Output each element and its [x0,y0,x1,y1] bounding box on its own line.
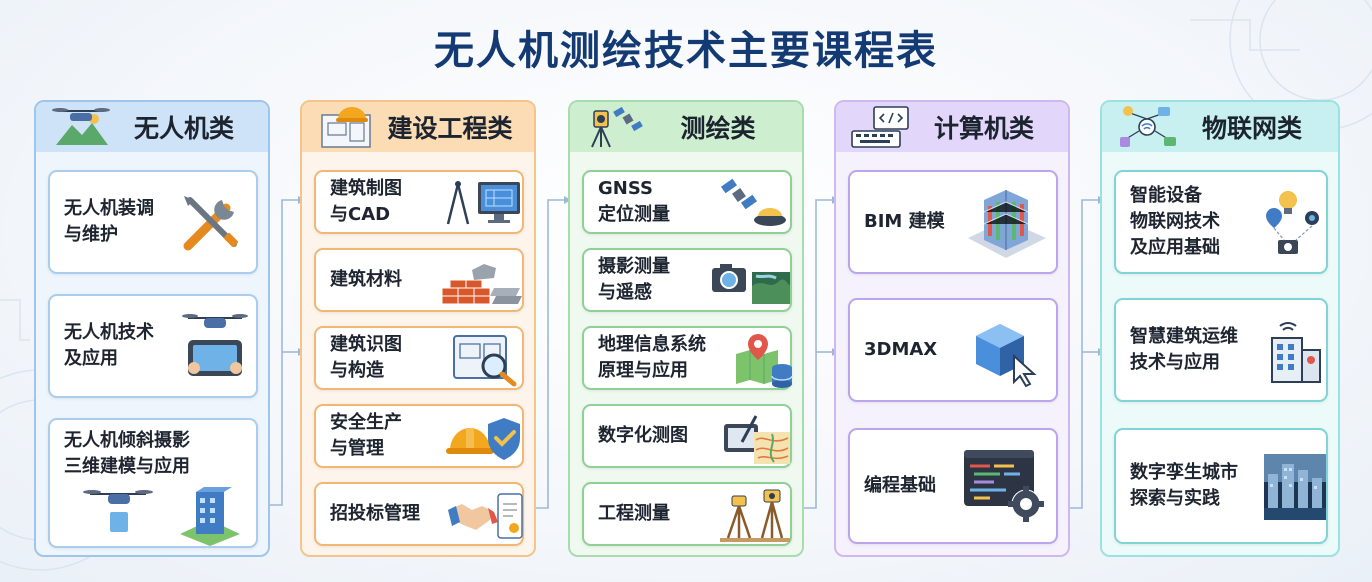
course-label: 智慧建筑运维 技术与应用 [1130,326,1238,373]
course-card[interactable]: 编程基础 [848,428,1058,544]
column-title: 建设工程类 [387,114,513,143]
course-label: 数字化测图 [598,425,688,446]
course-card[interactable]: 数字孪生城市 探索与实践 [1114,428,1328,544]
column-surveying: 测绘类 GNSS 定位测量 摄影测量 与遥感 地理信息系统 原理与应用 [568,100,804,557]
page-title: 无人机测绘技术主要课程表 [434,28,938,74]
course-label: 编程基础 [864,475,936,496]
course-label: 3DMAX [864,339,938,360]
bim-building-icon [968,190,1046,258]
flow-arrow-4 [1058,199,1098,509]
course-label: 智能设备 物联网技术 及应用基础 [1130,185,1220,258]
column-header: 计算机类 [836,102,1068,152]
course-label: 招投标管理 [330,503,420,524]
course-label: 摄影测量 与遥感 [598,256,670,303]
course-card[interactable]: 智慧建筑运维 技术与应用 [1114,298,1328,402]
iot-devices-icon [1266,191,1319,254]
course-card[interactable]: GNSS 定位测量 [582,170,792,234]
course-card[interactable]: 无人机倾斜摄影 三维建模与应用 [48,418,258,548]
course-label: 地理信息系统 原理与应用 [598,334,706,381]
course-label: BIM 建模 [864,211,945,232]
camera-satellite-image-icon [712,264,790,304]
course-label: 数字孪生城市 探索与实践 [1130,462,1238,509]
cube-cursor-icon [976,324,1037,388]
column-computer: 计算机类 BIM 建模 3DMAX 编程基础 [834,100,1070,557]
blueprint-magnifier-icon [453,335,517,387]
helmet-blueprint-icon [321,107,371,148]
column-iot: 物联网类 智能设备 物联网技术 及应用基础 智慧建筑运维 技术与应用 数字孪生城… [1100,100,1340,557]
course-card[interactable]: 无人机装调 与维护 [48,170,258,274]
column-header: 建设工程类 [302,102,534,152]
course-card[interactable]: 无人机技术 及应用 [48,294,258,398]
column-title: 计算机类 [933,114,1034,143]
drone-building-icon [83,487,240,546]
course-card[interactable]: 建筑识图 与构造 [314,326,524,390]
course-card[interactable]: BIM 建模 [848,170,1058,274]
course-card[interactable]: 建筑材料 [314,248,524,312]
map-pin-database-icon [736,334,793,388]
course-card[interactable]: 安全生产 与管理 [314,404,524,468]
course-card[interactable]: 摄影测量 与遥感 [582,248,792,312]
flow-arrow-3 [792,199,832,509]
code-window-gear-icon [964,450,1044,522]
column-title: 测绘类 [680,114,756,143]
satellite-receiver-icon [720,178,786,226]
course-label: 工程测量 [598,503,670,524]
code-keyboard-icon [851,106,909,148]
column-header: 无人机类 [36,102,268,152]
tablet-map-icon [724,415,790,464]
course-label: 建筑制图 与CAD [330,178,402,225]
column-title: 物联网类 [1201,114,1302,143]
survey-tripod-icon [720,489,790,542]
tools-icon [183,196,238,251]
bricks-icon [441,264,522,305]
course-label: 无人机装调 与维护 [64,198,154,245]
course-label: 无人机技术 及应用 [64,322,154,369]
course-card[interactable]: 工程测量 [582,482,792,546]
handshake-document-icon [448,493,523,539]
helmet-shield-icon [446,418,520,460]
course-label: 建筑识图 与构造 [330,334,402,381]
course-card[interactable]: 地理信息系统 原理与应用 [582,326,793,390]
course-card[interactable]: 3DMAX [848,298,1058,402]
course-label: 建筑材料 [330,269,402,290]
course-card[interactable]: 招投标管理 [314,482,524,546]
course-card[interactable]: 建筑制图 与CAD [314,170,524,234]
compass-monitor-icon [446,181,520,225]
total-station-satellite-icon [591,106,643,148]
column-construction: 建设工程类 建筑制图 与CAD 建筑材料 建筑识图 与构造 [300,100,536,557]
flow-arrow-2 [524,199,564,509]
iot-network-icon [1120,106,1176,147]
drone-tablet-icon [182,314,248,376]
smart-building-icon [1271,322,1321,383]
column-uav: 无人机类 无人机装调 与维护 无人机技术 及应用 无人机倾斜摄影 三维建模与应用 [34,100,270,557]
column-header: 测绘类 [570,102,802,152]
course-card[interactable]: 数字化测图 [582,404,792,468]
course-label: 无人机倾斜摄影 三维建模与应用 [64,430,190,477]
column-header: 物联网类 [1102,102,1338,152]
course-label: GNSS 定位测量 [598,178,670,225]
course-card[interactable]: 智能设备 物联网技术 及应用基础 [1114,170,1328,274]
city-photo-icon [1264,454,1326,520]
column-title: 无人机类 [133,114,234,143]
drone-mountain-icon [52,108,110,145]
course-label: 安全生产 与管理 [330,412,402,459]
